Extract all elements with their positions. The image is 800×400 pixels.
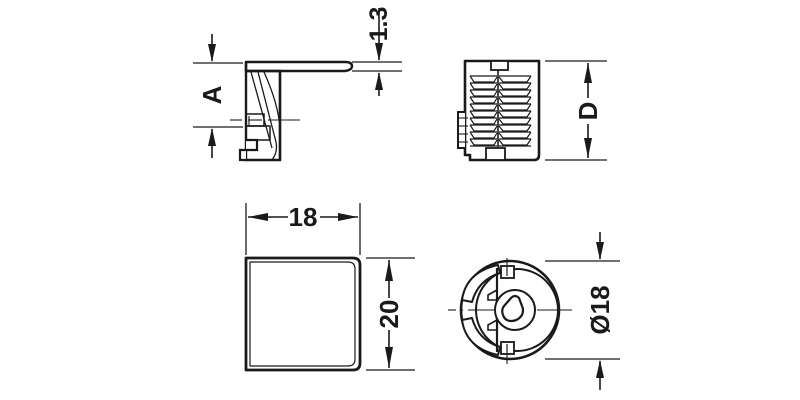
dim-20-label: 20 xyxy=(374,300,404,329)
dim-dia-18-group: Ø18 xyxy=(545,232,620,390)
clip-arm-upper xyxy=(461,264,501,303)
cam-notch-upper xyxy=(487,289,498,301)
flange-outline xyxy=(244,60,354,73)
rect-inner-outline xyxy=(249,261,356,367)
plan-rectangle-view: 18 20 xyxy=(244,202,415,372)
rib-stack xyxy=(469,75,532,147)
dim-a-arrowhead-bottom xyxy=(208,128,216,146)
side-section-body xyxy=(230,60,354,162)
rib-fin xyxy=(469,110,532,118)
left-tab xyxy=(457,111,465,149)
dim-1-3-arrowhead-top xyxy=(375,43,383,61)
dim-a-group: A xyxy=(193,34,243,158)
clip-arm-lower xyxy=(461,317,501,356)
dim-a-arrowhead-top xyxy=(208,44,216,62)
dim-d-group: D xyxy=(545,60,607,161)
dim-d-arrowhead-bottom xyxy=(584,138,592,158)
side-section-view: A xyxy=(193,7,402,162)
cam-keyhole xyxy=(501,294,525,323)
rib-fin xyxy=(469,131,532,139)
dim-18-label: 18 xyxy=(289,202,318,232)
dim-d-arrowhead-top xyxy=(584,63,592,83)
front-ribbed-view: D xyxy=(457,59,607,162)
cam-circular-view: Ø18 xyxy=(448,232,620,390)
step-detail-lower xyxy=(238,138,259,162)
cam-notch-lower xyxy=(487,319,498,331)
top-notch xyxy=(490,60,509,71)
rib-fin xyxy=(469,89,532,97)
bottom-notch xyxy=(485,147,506,161)
rect-outer-outline xyxy=(244,256,362,372)
internal-rib-3 xyxy=(263,71,281,141)
rib-fin xyxy=(469,124,532,132)
rib-fin xyxy=(469,117,532,125)
dim-18-arrowhead-right xyxy=(338,213,358,221)
dim-18-arrowhead-left xyxy=(248,213,268,221)
rib-fin xyxy=(469,138,532,146)
rib-fin xyxy=(469,103,532,111)
dim-dia-18-arrowhead-top xyxy=(596,242,604,260)
dim-dia-18-label: Ø18 xyxy=(585,285,615,334)
dim-1-3-arrowhead-bottom xyxy=(375,72,383,90)
dim-1-3-group: 1.3 xyxy=(352,7,402,96)
internal-rib-2 xyxy=(257,71,278,161)
dim-20-arrowhead-bottom xyxy=(385,347,393,368)
dim-18-group: 18 xyxy=(245,202,361,255)
rib-fin xyxy=(469,96,532,104)
dim-d-label: D xyxy=(573,102,603,121)
dim-20-group: 20 xyxy=(366,257,415,371)
dim-20-arrowhead-top xyxy=(385,260,393,281)
rib-fin xyxy=(469,82,532,90)
dim-1-3-label: 1.3 xyxy=(365,7,393,42)
dim-a-label: A xyxy=(197,85,227,104)
dim-dia-18-arrowhead-bottom xyxy=(596,360,604,378)
internal-rib-1 xyxy=(250,71,273,149)
rib-fin xyxy=(469,75,532,83)
